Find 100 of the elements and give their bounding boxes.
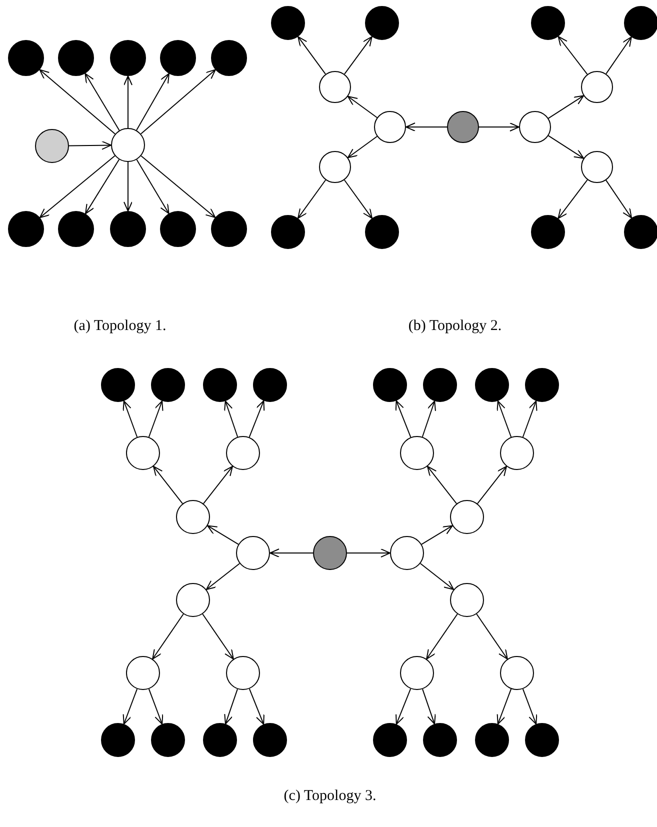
sink-node [101, 368, 135, 402]
sink-node [110, 40, 146, 76]
relay-node [111, 128, 145, 162]
sink-node [58, 211, 94, 247]
arrow [420, 563, 454, 590]
relay-node [581, 151, 613, 183]
arrow [606, 36, 632, 74]
sink-node [253, 368, 287, 402]
relay-node [319, 151, 351, 183]
arrow [136, 159, 170, 214]
relay-node [226, 436, 260, 470]
arrow [202, 614, 234, 660]
arrow [224, 400, 238, 438]
sink-node [475, 723, 509, 757]
arrow [248, 400, 265, 438]
sink-node [151, 723, 185, 757]
relay-node [176, 500, 210, 534]
relay-node [126, 436, 160, 470]
sink-node [365, 6, 399, 40]
arrow [148, 400, 164, 438]
arrow [248, 688, 264, 725]
arrow [422, 400, 436, 438]
relay-node [500, 656, 534, 690]
arrow [270, 548, 314, 558]
arrow [203, 466, 233, 504]
relay-node [519, 111, 551, 143]
arrow [136, 73, 170, 131]
source-node [35, 129, 69, 163]
sink-node [531, 215, 565, 249]
arrow [84, 73, 120, 131]
sink-node [531, 6, 565, 40]
arrow [39, 69, 116, 134]
sink-node [211, 211, 247, 247]
relay-node [236, 536, 270, 570]
arrow [477, 466, 507, 504]
sink-node [373, 723, 407, 757]
figure-caption: (b) Topology 2. [408, 318, 502, 335]
arrow [426, 614, 458, 660]
arrow [347, 96, 378, 118]
arrow [344, 180, 372, 219]
arrow [85, 159, 120, 214]
arrow [122, 688, 138, 725]
arrow [68, 140, 112, 150]
arrow [153, 466, 183, 504]
relay-node [126, 656, 160, 690]
sink-node [8, 40, 44, 76]
source-node [313, 536, 347, 570]
sink-node [271, 215, 305, 249]
arrow [476, 614, 508, 660]
relay-node [581, 71, 613, 103]
sink-node [423, 368, 457, 402]
arrow [207, 525, 239, 545]
arrow [298, 180, 326, 219]
figure-caption: (c) Topology 3. [284, 788, 376, 805]
arrow [522, 400, 538, 438]
sink-node [160, 211, 196, 247]
sink-node [203, 723, 237, 757]
arrow [396, 688, 412, 725]
arrow [346, 548, 390, 558]
sink-node [525, 723, 559, 757]
relay-node [226, 656, 260, 690]
relay-node [319, 71, 351, 103]
arrow [124, 162, 132, 212]
sink-node [365, 215, 399, 249]
arrow [606, 180, 632, 218]
arrow [427, 466, 457, 504]
sink-node [423, 723, 457, 757]
arrow [522, 688, 538, 725]
arrow [548, 95, 584, 119]
figure-caption: (a) Topology 1. [74, 318, 166, 335]
relay-node [176, 583, 210, 617]
sink-node [58, 40, 94, 76]
arrow [496, 400, 512, 438]
sink-node [373, 368, 407, 402]
arrow [548, 135, 584, 159]
relay-node [374, 111, 406, 143]
sink-node [101, 723, 135, 757]
arrow [422, 688, 436, 724]
sink-node [624, 215, 657, 249]
arrow [206, 563, 240, 590]
sink-node [475, 368, 509, 402]
sink-node [525, 368, 559, 402]
relay-node [390, 536, 424, 570]
sink-node [253, 723, 287, 757]
relay-node [450, 500, 484, 534]
arrow [39, 155, 116, 218]
arrow [122, 400, 138, 438]
sink-node [151, 368, 185, 402]
source-node [447, 111, 479, 143]
arrow [558, 36, 588, 75]
arrow [406, 122, 448, 132]
arrow [395, 400, 412, 438]
relay-node [400, 656, 434, 690]
arrow [124, 76, 132, 128]
sink-node [8, 211, 44, 247]
arrow [421, 525, 453, 545]
arrow [344, 36, 372, 75]
arrow [478, 122, 520, 132]
sink-node [271, 6, 305, 40]
sink-node [110, 211, 146, 247]
